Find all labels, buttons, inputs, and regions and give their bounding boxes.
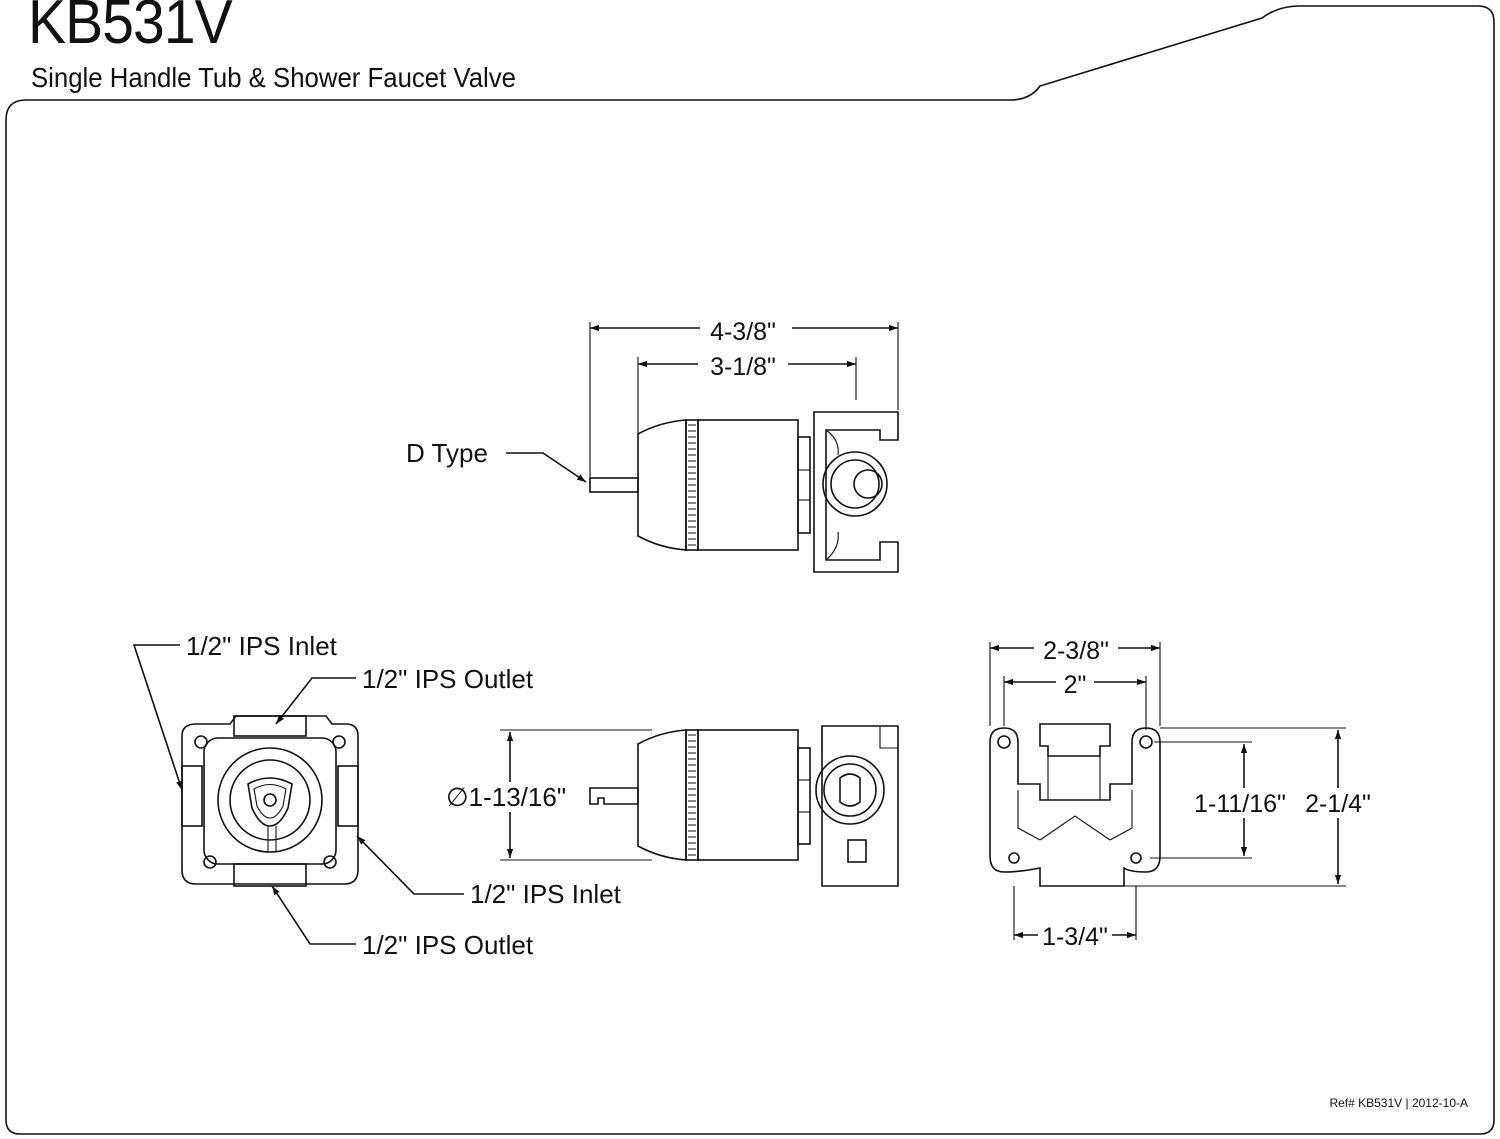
label-outlet-top: 1/2" IPS Outlet	[362, 664, 534, 694]
front-view: 1/2" IPS Inlet 1/2" IPS Outlet 1/2" IPS …	[132, 631, 622, 960]
knurl-pattern	[688, 424, 696, 546]
label-outlet-bottom: 1/2" IPS Outlet	[362, 930, 534, 960]
knurl-pattern	[688, 734, 696, 856]
back-view: 2-3/8" 2" 1-11/16" 2-1/4" 1-3/4"	[989, 637, 1371, 951]
dim-overall-width: 2-3/8"	[1043, 637, 1109, 665]
page-frame	[5, 5, 1495, 1135]
reference-number: Ref# KB531V	[1329, 1096, 1403, 1110]
dim-hole-spacing: 2"	[1064, 671, 1087, 699]
label-inlet-left: 1/2" IPS Inlet	[186, 631, 338, 661]
drawing-reference: Ref# KB531V | 2012-10-A	[1329, 1096, 1468, 1110]
separator: |	[1405, 1096, 1412, 1110]
side-view: ∅1-13/16"	[446, 725, 899, 887]
dim-overall-height: 2-1/4"	[1305, 790, 1371, 818]
dim-hole-height: 1-11/16"	[1194, 790, 1286, 818]
label-inlet-right: 1/2" IPS Inlet	[470, 879, 622, 909]
dim-body-length: 3-1/8"	[710, 353, 776, 381]
cartridge-type-label: D Type	[406, 438, 488, 468]
dim-diameter: ∅1-13/16"	[446, 782, 566, 812]
dim-overall-length: 4-3/8"	[710, 318, 776, 346]
top-view: 4-3/8" 3-1/8" D Type	[406, 318, 899, 573]
dim-bottom-width: 1-3/4"	[1042, 923, 1108, 951]
product-subtitle: Single Handle Tub & Shower Faucet Valve	[31, 62, 516, 93]
revision-code: 2012-10-A	[1411, 1096, 1468, 1110]
model-number: KB531V	[28, 0, 233, 57]
